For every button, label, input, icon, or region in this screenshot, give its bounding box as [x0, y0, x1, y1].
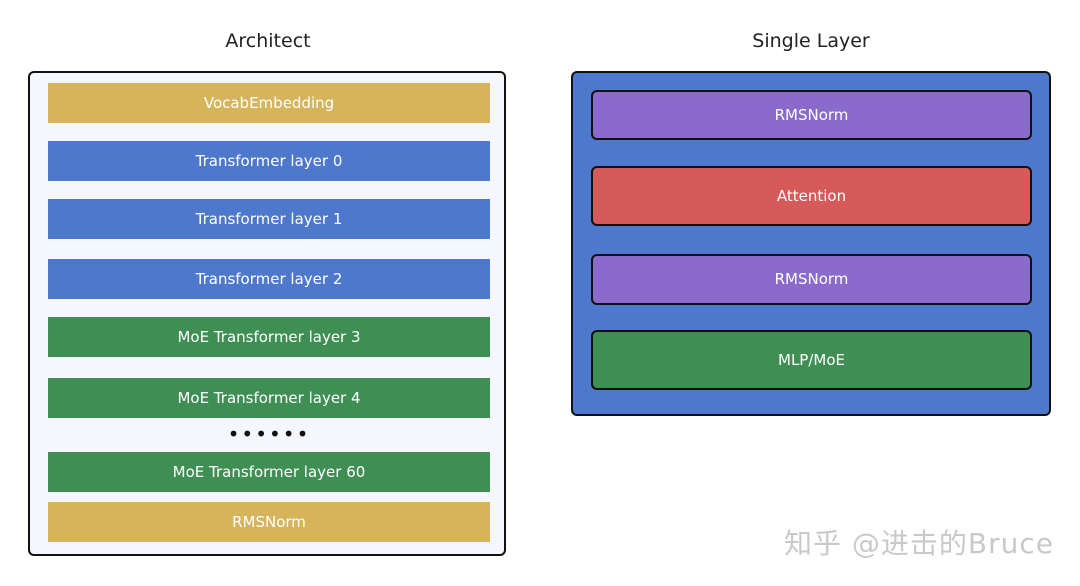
moe-transformer-layer-3-block: MoE Transformer layer 3 [48, 317, 490, 357]
transformer-layer-0-block: Transformer layer 0 [48, 141, 490, 181]
transformer-layer-2-block: Transformer layer 2 [48, 259, 490, 299]
final-rmsnorm-block: RMSNorm [48, 502, 490, 542]
single-layer-panel: RMSNorm Attention RMSNorm MLP/MoE [571, 71, 1051, 416]
rmsnorm-block-2: RMSNorm [591, 254, 1032, 305]
architect-panel: VocabEmbedding Transformer layer 0 Trans… [28, 71, 506, 556]
attention-block: Attention [591, 166, 1032, 226]
moe-transformer-layer-4-block: MoE Transformer layer 4 [48, 378, 490, 418]
single-layer-title: Single Layer [752, 30, 870, 52]
vocab-embedding-block: VocabEmbedding [48, 83, 490, 123]
architect-title: Architect [225, 30, 311, 52]
watermark-text: 知乎 @进击的Bruce [784, 527, 1054, 560]
transformer-layer-1-block: Transformer layer 1 [48, 199, 490, 239]
ellipsis-dots: •••••• [227, 422, 311, 446]
moe-transformer-layer-60-block: MoE Transformer layer 60 [48, 452, 490, 492]
mlp-moe-block: MLP/MoE [591, 330, 1032, 390]
rmsnorm-block-1: RMSNorm [591, 90, 1032, 140]
